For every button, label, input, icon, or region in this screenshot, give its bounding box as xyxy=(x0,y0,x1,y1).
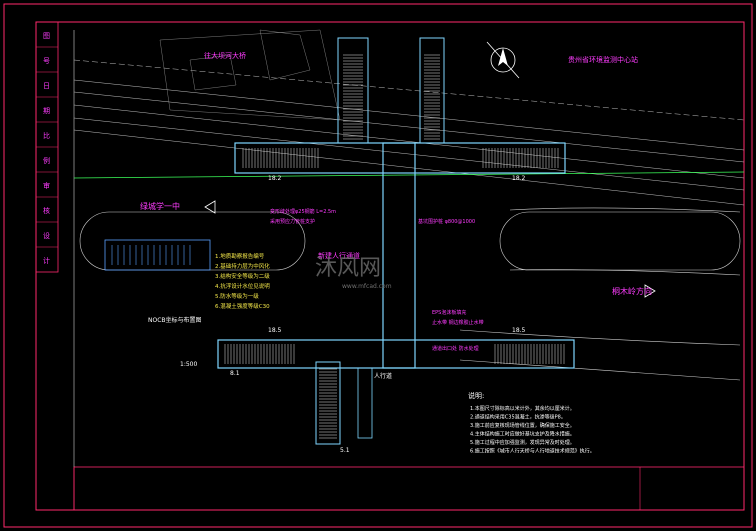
building-hatch-top-left xyxy=(159,29,341,121)
label-right-direction: 桐木岭方向 xyxy=(612,286,652,296)
dimension-label: 8.1 xyxy=(230,370,240,377)
road-bands-right xyxy=(459,207,741,381)
north-arrow-icon xyxy=(486,41,520,79)
legend-line: 2.基础持力层为中风化 xyxy=(215,262,270,270)
green-road-centerline xyxy=(73,171,745,179)
watermark-text: 沐风网 xyxy=(315,256,381,281)
stair-hatch-west-bottom xyxy=(224,344,295,364)
callout-text: 通道出口处 防水处理 xyxy=(432,345,479,352)
legend-line: 3.结构安全等级为二级 xyxy=(215,272,270,280)
dimension-label: 5.1 xyxy=(340,447,350,454)
dimension-label: 18.2 xyxy=(512,175,526,182)
underpass-structure xyxy=(217,37,575,445)
label-bottom-walkway: 人行道 xyxy=(374,372,392,380)
stair-hatch-north-east xyxy=(424,54,440,140)
title-strip-stamp: 日 xyxy=(43,82,50,90)
inner-frame xyxy=(35,21,745,511)
road-lines-top xyxy=(73,59,745,206)
title-strip-stamp: 设 xyxy=(43,231,50,240)
label-top-left-tag: 往大坝河大桥 xyxy=(204,51,246,60)
dimension-label: 18.2 xyxy=(268,175,282,182)
label-center-corridor: 新建人行通道 xyxy=(318,251,360,260)
title-block xyxy=(73,466,745,511)
stair-hatch-east-bottom xyxy=(494,344,565,364)
stair-hatch-south xyxy=(319,368,337,439)
title-strip-stamp: 审 xyxy=(43,181,50,190)
watermark-url: www.mfcad.com xyxy=(342,283,392,290)
title-strip-stamp: 比 xyxy=(43,131,50,140)
title-strip-stamp: 图 xyxy=(43,32,50,40)
legend-line: 1.地质勘察报告编号 xyxy=(215,252,265,260)
stair-hatch-east-top xyxy=(482,148,559,168)
label-left-direction: 绿城学一中 xyxy=(140,201,180,211)
callout-text: 变形缝处理φ25钢筋 L=2.5m xyxy=(270,208,336,215)
note-line: 3.施工前应复核现场管线位置，确保施工安全。 xyxy=(470,422,575,429)
title-strip-stamp: 核 xyxy=(43,206,50,215)
title-strip-stamp: 期 xyxy=(43,107,50,115)
left-direction-arrow-icon xyxy=(204,200,216,214)
right-direction-arrow-icon xyxy=(644,284,656,298)
note-line: 1.本图尺寸除标高以米计外，其余均以厘米计。 xyxy=(470,405,575,412)
legend-icon-hatch xyxy=(111,245,191,265)
callout-text: 止水带 钢边橡胶止水带 xyxy=(432,319,484,326)
dimension-label: 18.5 xyxy=(512,327,526,334)
dimension-label: 1:500 xyxy=(180,361,197,368)
notes-title: 说明: xyxy=(468,391,484,400)
stair-hatches xyxy=(224,54,565,439)
legend-title: NOCB坐标与布置图 xyxy=(148,316,202,324)
outer-frame xyxy=(3,3,753,528)
legend-line: 5.防水等级为一级 xyxy=(215,292,259,300)
callout-text: 采用预应力管桩支护 xyxy=(270,218,315,225)
note-line: 6.施工按照《城市人行天桥与人行地道技术规范》执行。 xyxy=(470,448,595,455)
title-strip-stamp: 计 xyxy=(43,256,50,265)
title-strip-stamp: 例 xyxy=(43,156,50,165)
legend-line: 6.混凝土强度等级C30 xyxy=(215,302,270,310)
note-line: 5.施工过程中应加强监测，发现异常及时处理。 xyxy=(470,439,575,446)
legend-line: 4.抗浮设计水位见说明 xyxy=(215,282,270,290)
note-line: 4.主体结构施工时应做好基坑支护及降水措施。 xyxy=(470,431,575,438)
note-line: 2.通道结构采用C35混凝土，抗渗等级P8。 xyxy=(470,414,566,421)
title-strip-stamp: 号 xyxy=(43,57,50,65)
label-top-right-tag: 贵州省环境监测中心站 xyxy=(568,55,638,64)
stair-hatch-west-top xyxy=(242,148,319,168)
callout-text: EPS泡沫板填充 xyxy=(432,309,466,316)
median-island-right xyxy=(499,211,741,271)
stair-hatch-north-west xyxy=(343,54,363,140)
callout-text: 基坑围护桩 φ800@1000 xyxy=(418,218,475,225)
dimension-label: 18.5 xyxy=(268,327,282,334)
legend-icon-box xyxy=(104,239,211,271)
